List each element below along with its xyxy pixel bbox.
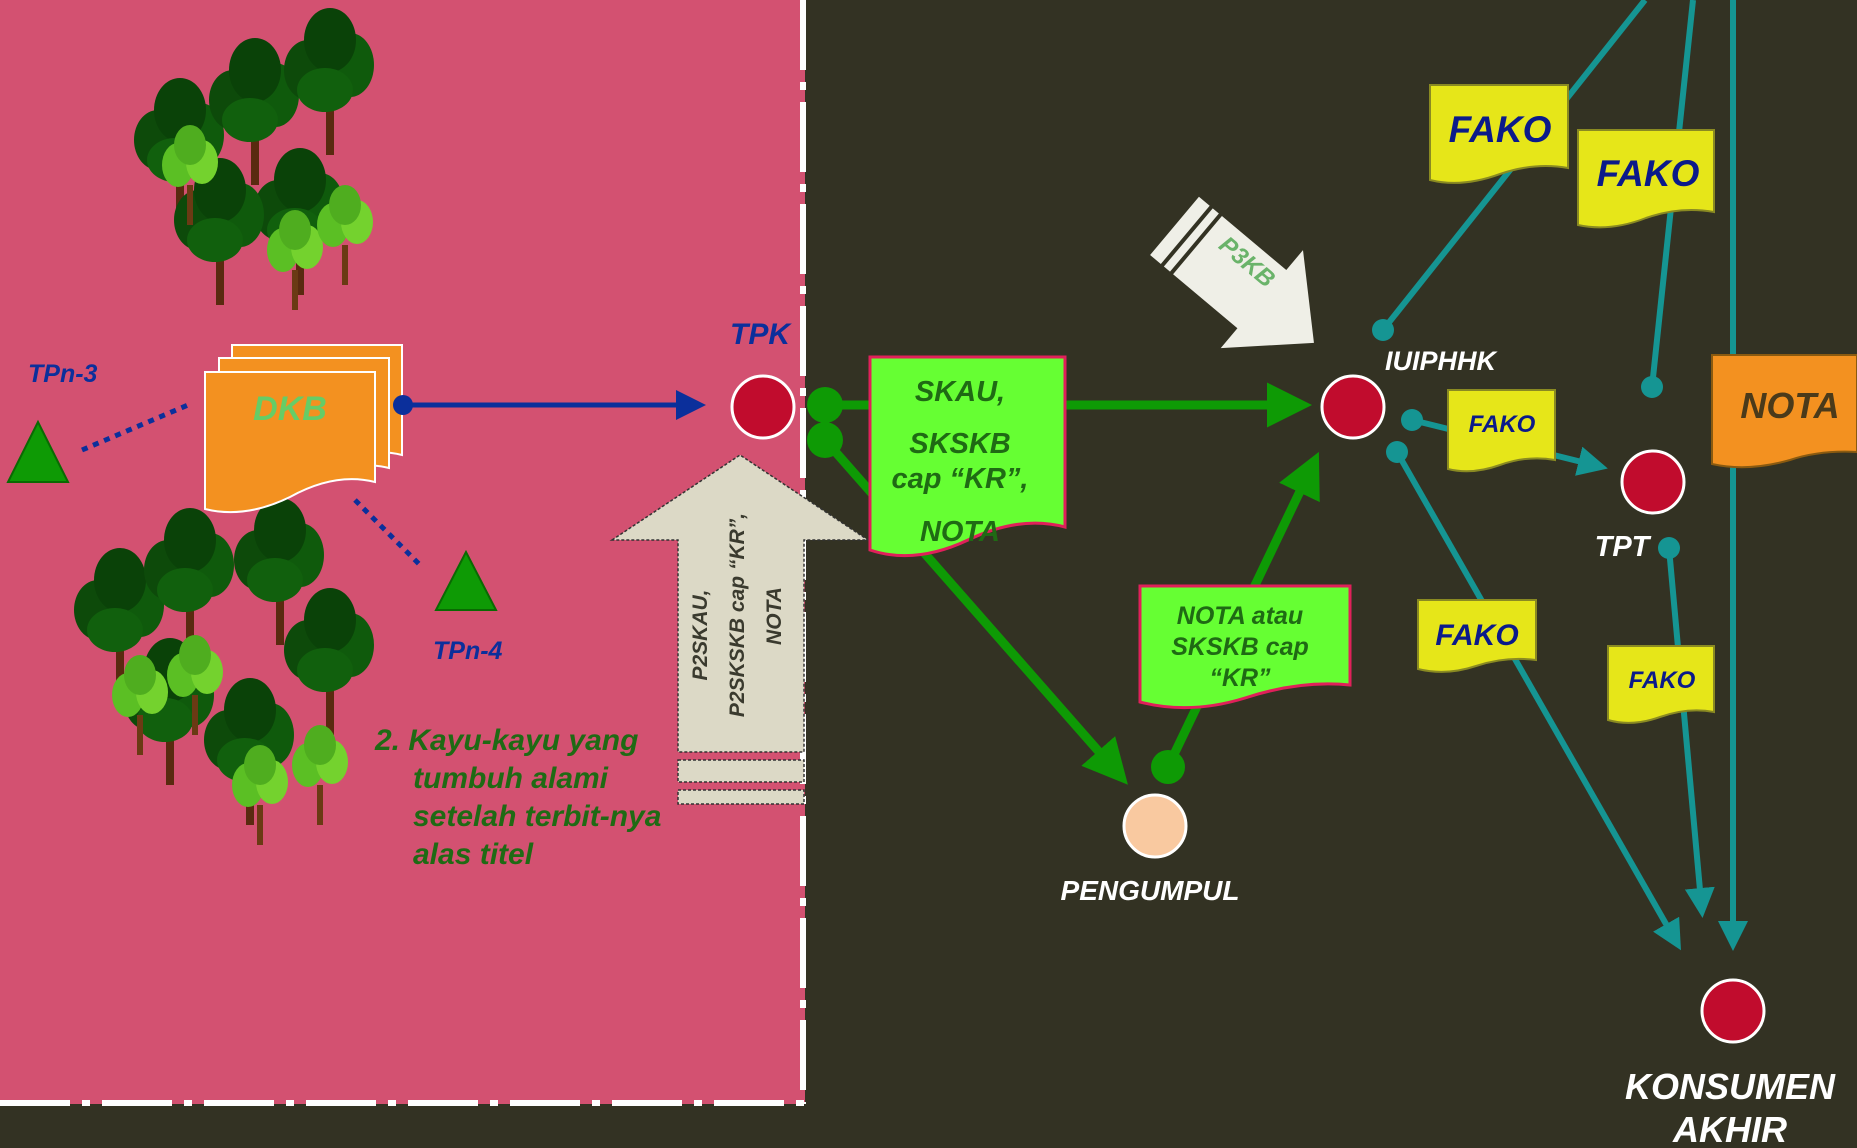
fako-document-4 xyxy=(1417,599,1537,673)
p2-text-line1: P2SKAU, xyxy=(689,589,712,680)
tpn4-marker xyxy=(434,549,498,611)
tpt-node xyxy=(1620,449,1686,515)
nota-right-document xyxy=(1711,354,1857,469)
dkb-document xyxy=(204,344,403,514)
p2-text-line2: P2SKSKB cap “KR”, xyxy=(726,513,749,717)
fako-document-1 xyxy=(1429,84,1569,184)
fako-document-5 xyxy=(1607,645,1715,724)
tpn4-link xyxy=(353,498,422,567)
p2-upward-arrow xyxy=(609,454,871,805)
tpt-label: TPT xyxy=(1595,531,1652,563)
tpk-connector-1 xyxy=(807,387,843,423)
konsumen-label-line1: KONSUMEN xyxy=(1625,1066,1836,1107)
p2-text-line3: NOTA xyxy=(763,587,786,645)
nota-skskb-text-line1: NOTA atau xyxy=(1177,602,1303,630)
fako-label-2: FAKO xyxy=(1597,153,1700,194)
tpt-to-konsumen-arrow xyxy=(1666,547,1715,918)
iuiphhk-teal-dot-2 xyxy=(1401,409,1423,431)
nota-skskb-text-line2: SKSKB cap xyxy=(1171,633,1309,661)
dkb-label: DKB xyxy=(253,390,327,428)
fako-label-4: FAKO xyxy=(1435,619,1518,652)
tpn3-label: TPn-3 xyxy=(28,360,98,388)
note-line1: 2. Kayu-kayu yang xyxy=(374,724,638,757)
nota-right-label: NOTA xyxy=(1740,385,1839,426)
tpk-node xyxy=(730,374,796,440)
tpt-teal-dot-top xyxy=(1641,376,1663,398)
fako-document-3 xyxy=(1447,389,1556,473)
fako-label-5: FAKO xyxy=(1629,667,1696,694)
fako-label-1: FAKO xyxy=(1449,109,1552,150)
pengumpul-connector xyxy=(1151,750,1185,784)
tpk-connector-2 xyxy=(807,422,843,458)
note-line4: alas titel xyxy=(413,838,534,871)
iuiphhk-teal-dot-3 xyxy=(1386,441,1408,463)
skau-text-line1: SKAU, xyxy=(915,376,1005,408)
nota-skskb-document xyxy=(1138,584,1352,710)
skau-text-line4: NOTA xyxy=(920,516,1000,548)
konsumen-node xyxy=(1700,978,1766,1044)
note-line3: setelah terbit-nya xyxy=(413,800,661,833)
konsumen-label-line2: AKHIR xyxy=(1672,1109,1787,1148)
skau-text-line3: cap “KR”, xyxy=(892,463,1029,495)
fako-label-3: FAKO xyxy=(1469,411,1536,438)
nota-skskb-text-line3: “KR” xyxy=(1209,664,1271,692)
fako-document-2 xyxy=(1577,129,1715,229)
skau-text-line2: SKSKB xyxy=(909,428,1011,460)
p3kb-arrow xyxy=(1150,196,1314,349)
skau-document xyxy=(868,355,1067,558)
pengumpul-label: PENGUMPUL xyxy=(1061,875,1240,906)
forest-zone xyxy=(0,0,805,1104)
pengumpul-node xyxy=(1122,793,1188,859)
tpk-label: TPK xyxy=(730,318,792,351)
iuiphhk-label: IUIPHHK xyxy=(1385,346,1499,376)
iuiphhk-teal-dot-1 xyxy=(1372,319,1394,341)
tpn4-label: TPn-4 xyxy=(433,637,503,665)
iuiphhk-to-konsumen-arrow xyxy=(1394,450,1681,951)
iuiphhk-node xyxy=(1320,374,1386,440)
tpn3-marker xyxy=(6,419,70,483)
tpt-teal-dot-bottom xyxy=(1658,537,1680,559)
note-line2: tumbuh alami xyxy=(413,762,609,795)
dkb-connector xyxy=(393,395,413,415)
